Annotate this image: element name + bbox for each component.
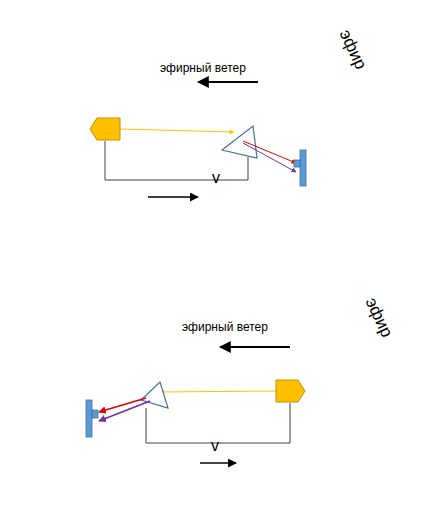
prism — [141, 382, 168, 408]
violet-ray — [99, 401, 150, 421]
prism — [222, 126, 257, 158]
velocity-label: v — [211, 437, 219, 455]
ellipse-shape — [7, 6, 433, 251]
velocity-arrow — [148, 196, 198, 198]
wind-label: эфирный ветер — [182, 321, 268, 334]
ellipse-shape — [7, 271, 433, 515]
detector-screen — [86, 400, 92, 437]
light-beam — [160, 391, 276, 392]
wind-label: эфирный ветер — [160, 62, 246, 75]
light-source — [90, 118, 120, 140]
ether-region: эфирный ветер эфир v — [6, 270, 434, 516]
detector-screen — [300, 150, 306, 186]
light-beam — [120, 129, 234, 132]
region-label: эфир — [361, 295, 396, 341]
velocity-arrow — [200, 462, 236, 464]
ellipse-outline — [6, 5, 434, 252]
bottom-scene — [86, 347, 305, 463]
ether-region: эфирный ветер эфир v — [6, 5, 434, 252]
light-source — [276, 380, 305, 402]
wind-arrow — [198, 81, 258, 83]
top-scene — [90, 82, 306, 197]
velocity-label: v — [212, 169, 220, 187]
red-ray — [243, 141, 296, 163]
region-label: эфир — [335, 27, 370, 73]
detector-sensor — [92, 410, 98, 418]
detector-sensor — [294, 160, 300, 167]
wind-arrow — [220, 346, 290, 348]
violet-ray — [243, 143, 296, 172]
